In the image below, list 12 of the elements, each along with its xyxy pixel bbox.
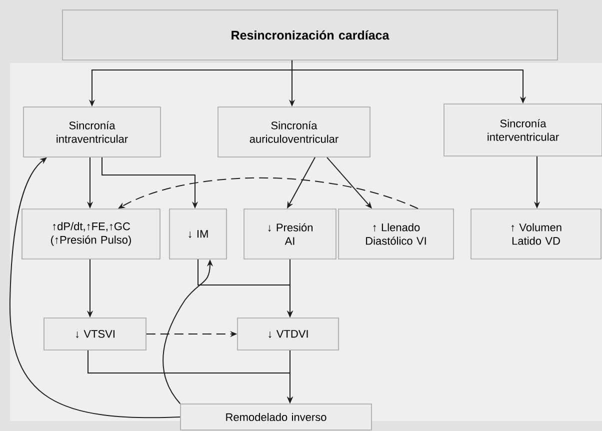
process-box: ↑ Llenado Diastólico VI <box>338 208 454 260</box>
process-box: Sincronía intraventricular <box>23 106 161 158</box>
process-box: Sincronía auriculoventricular <box>218 106 370 158</box>
process-box: ↓ VTDVI <box>237 318 339 350</box>
process-box: Sincronía interventricular <box>444 104 602 156</box>
title-box: Resincronización cardíaca <box>62 10 558 60</box>
process-box: ↑dP/dt,↑FE,↑GC (↑Presión Pulso) <box>22 208 160 260</box>
process-box: Remodelado inverso <box>180 404 372 430</box>
process-box: ↓ VTSVI <box>44 318 146 350</box>
process-box: ↓ Presión AI <box>244 208 336 260</box>
process-box: ↓ IM <box>169 208 227 260</box>
process-box: ↑ Volumen Latido VD <box>470 208 602 260</box>
